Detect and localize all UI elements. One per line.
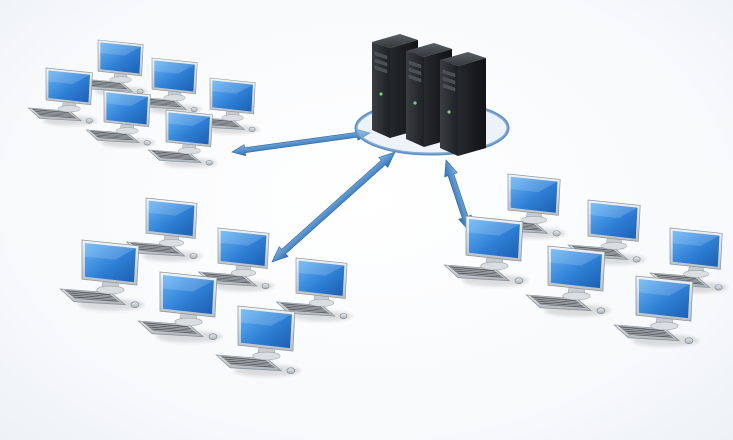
mouse-icon: [684, 337, 694, 345]
screen: [638, 278, 690, 319]
screen: [100, 42, 141, 74]
monitor-icon: [159, 271, 218, 318]
mouse-icon: [205, 160, 213, 166]
mouse-icon: [136, 88, 144, 95]
monitor-icon: [165, 109, 213, 148]
monitor-icon: [635, 275, 694, 322]
workstation-clusters: [27, 39, 728, 377]
monitor-icon: [237, 305, 296, 352]
server-group: [354, 34, 510, 156]
screen: [468, 218, 520, 259]
screen: [510, 176, 558, 213]
workstation-4: [59, 239, 145, 311]
cluster-top-left: [27, 39, 260, 168]
monitor-icon: [209, 77, 256, 115]
monitor-icon: [547, 245, 606, 292]
mouse-icon: [143, 140, 151, 146]
mouse-icon: [286, 367, 296, 375]
workstation-4: [443, 215, 529, 287]
screen: [590, 202, 638, 239]
mouse-icon: [714, 284, 723, 291]
monitor-icon: [45, 67, 93, 106]
screen: [168, 112, 210, 145]
screen: [212, 80, 253, 112]
workstation-5: [85, 89, 156, 148]
monitor-icon: [507, 173, 561, 216]
server-tower-icon: [440, 52, 486, 156]
workstation-5: [525, 245, 611, 317]
monitor-icon: [151, 57, 198, 95]
workstation-1: [125, 197, 203, 262]
workstation-4: [27, 67, 98, 126]
mouse-icon: [189, 253, 198, 260]
mouse-icon: [596, 307, 606, 315]
keyboard-icon: [147, 149, 203, 164]
workstation-1: [79, 39, 148, 97]
monitor-icon: [295, 257, 348, 299]
monitor-icon: [145, 197, 198, 239]
mouse-icon: [208, 333, 218, 341]
mouse-icon: [248, 126, 256, 133]
screen: [672, 230, 720, 267]
workstation-3: [275, 257, 353, 322]
monitor-icon: [587, 199, 641, 242]
mouse-icon: [85, 118, 93, 124]
workstation-6: [215, 305, 301, 377]
workstation-5: [137, 271, 223, 343]
mouse-icon: [130, 301, 140, 309]
mouse-icon: [514, 277, 524, 285]
workstation-6: [147, 109, 218, 168]
screen: [84, 242, 136, 283]
keyboard-icon: [79, 78, 134, 92]
monitor-icon: [669, 227, 723, 270]
mouse-icon: [552, 230, 561, 237]
mouse-icon: [632, 256, 641, 263]
mouse-icon: [190, 106, 198, 113]
link-arrow-bottom-left: [271, 151, 396, 263]
workstation-6: [613, 275, 699, 347]
screen: [550, 248, 602, 289]
monitor-icon: [465, 215, 524, 262]
mouse-icon: [339, 313, 348, 320]
mouse-icon: [261, 283, 270, 290]
screen: [148, 200, 195, 236]
screen: [48, 70, 90, 103]
monitor-icon: [97, 39, 144, 77]
screen: [162, 274, 214, 315]
monitor-icon: [81, 239, 140, 286]
monitor-icon: [103, 89, 151, 128]
cluster-right: [443, 173, 728, 347]
monitor-icon: [217, 227, 270, 269]
screen: [154, 60, 195, 92]
screen: [240, 308, 292, 349]
link-arrow-top-left: [231, 128, 371, 157]
screen: [298, 260, 345, 296]
screen: [220, 230, 267, 266]
cluster-bottom-left: [59, 197, 353, 377]
links-layer: [231, 128, 472, 263]
screen: [106, 92, 148, 125]
